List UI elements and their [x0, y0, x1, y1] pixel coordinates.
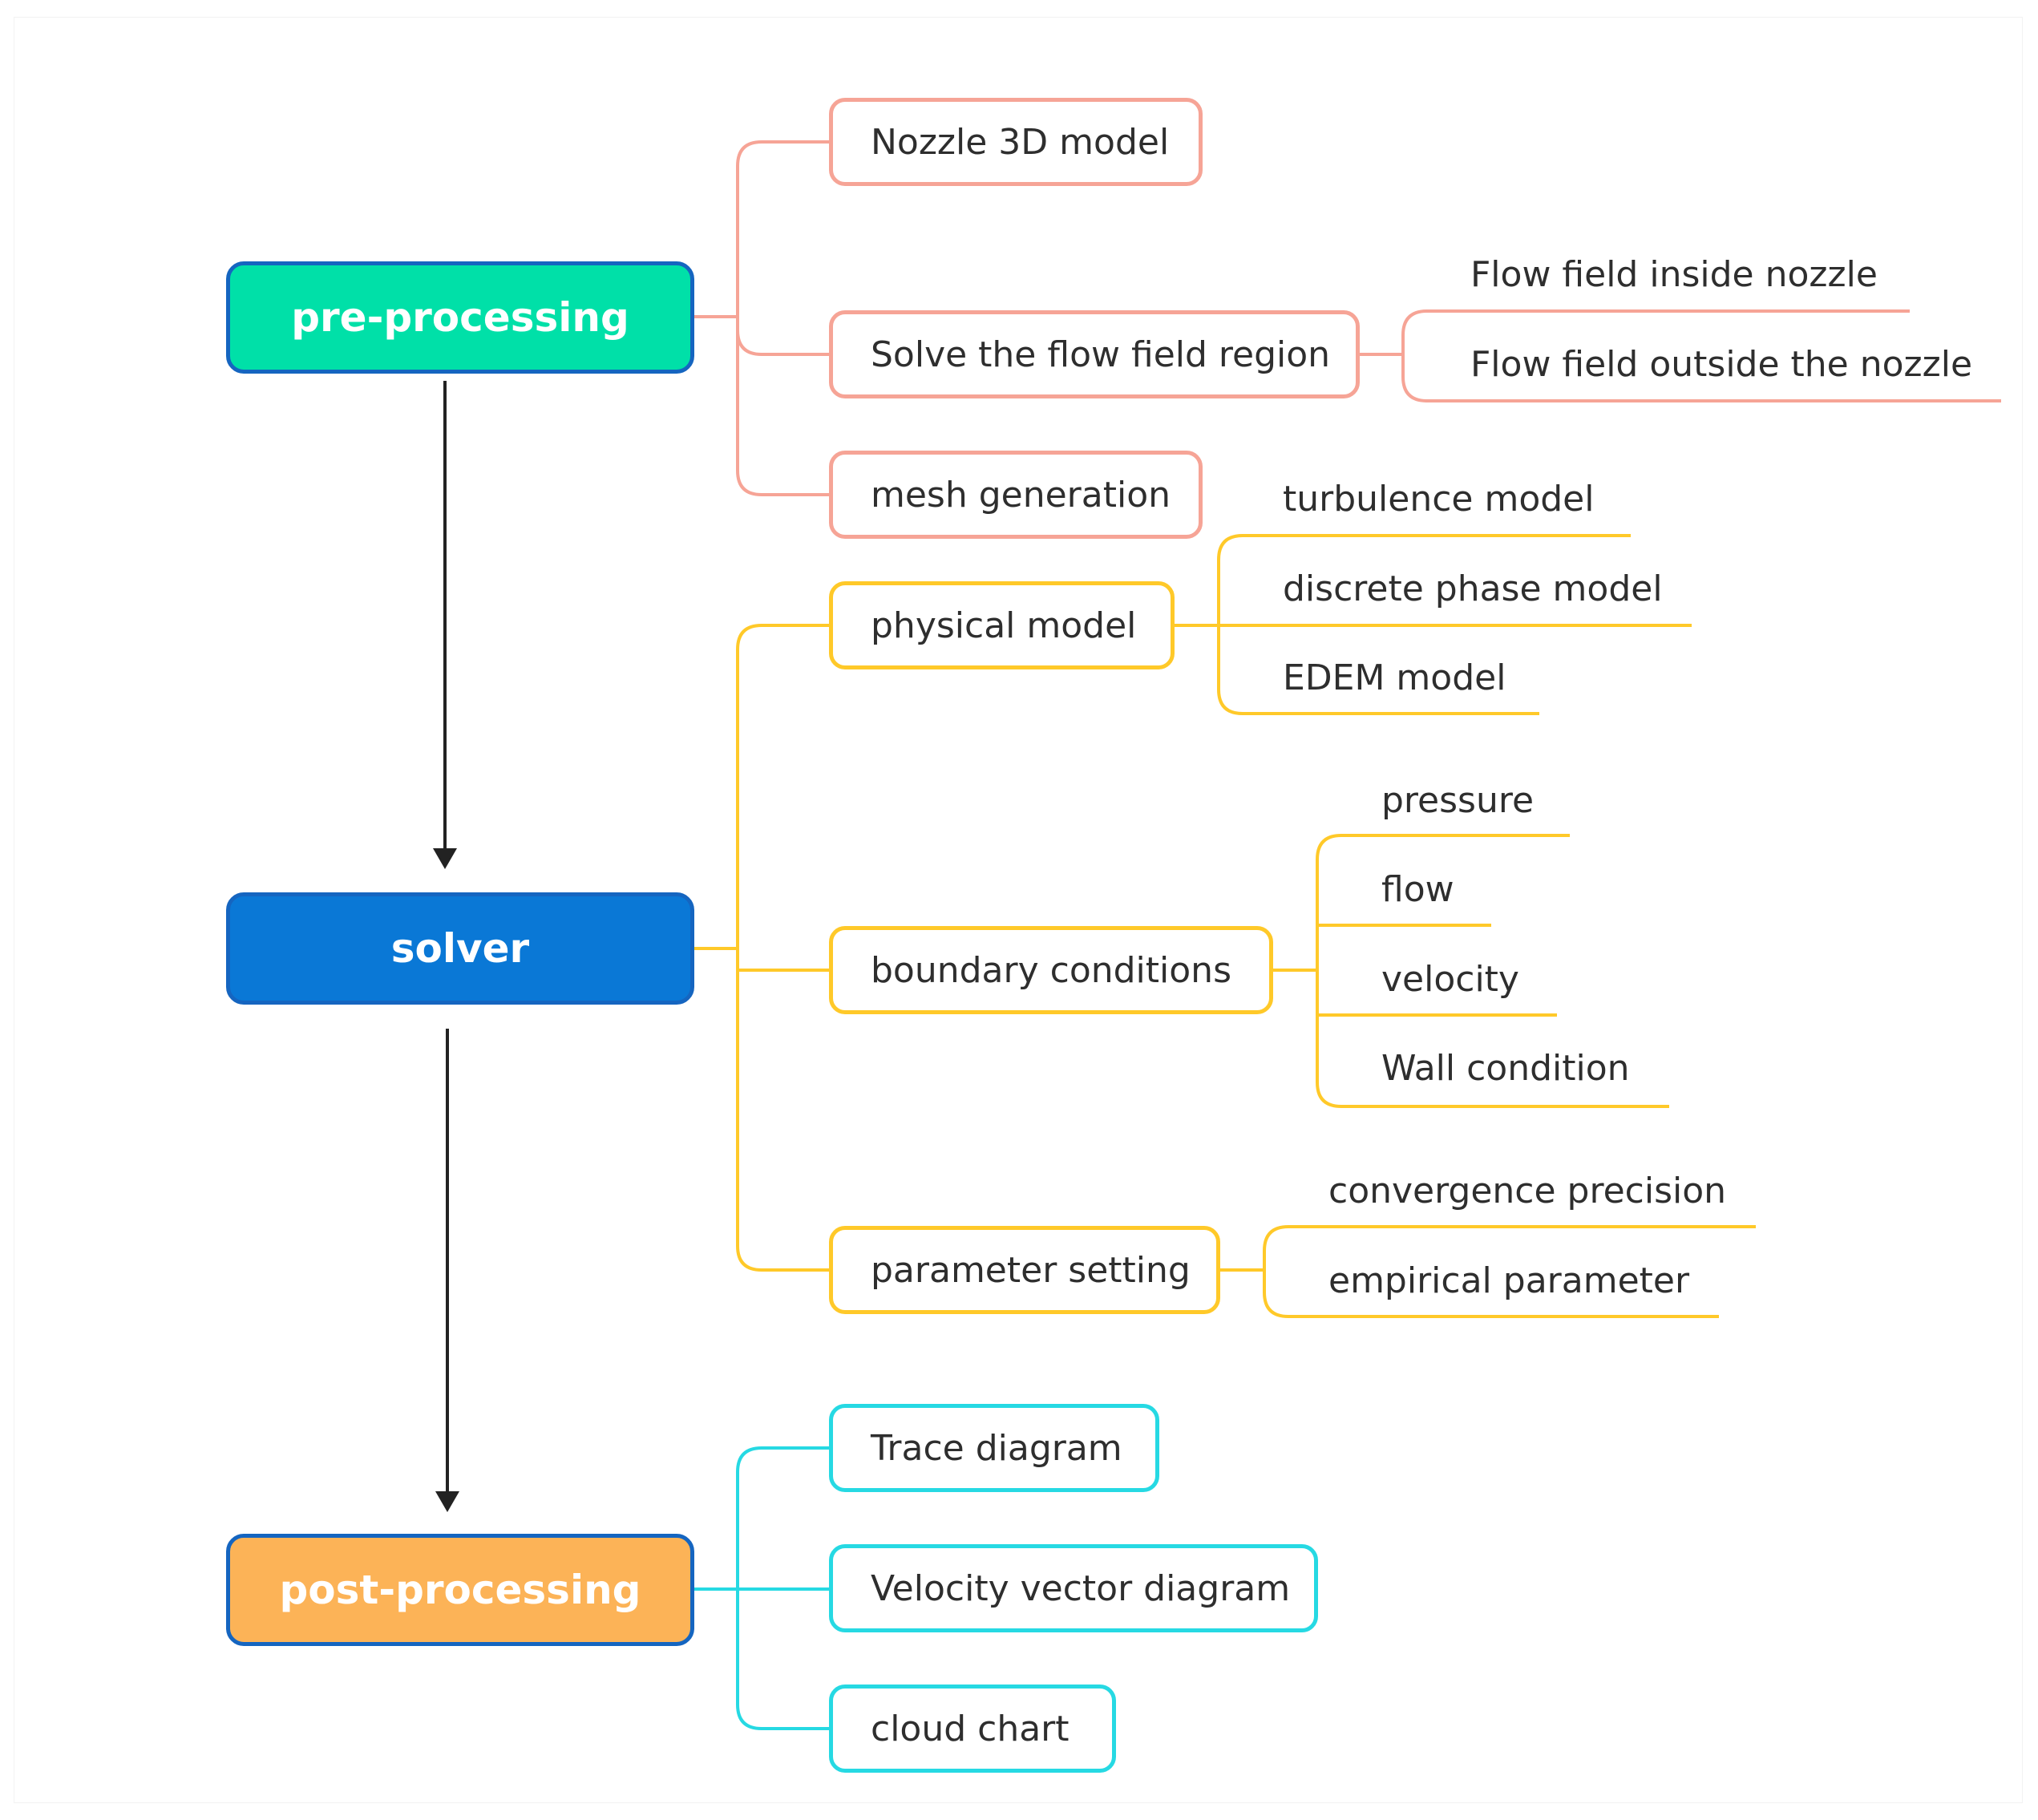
node-nozzle-3d-model[interactable]: Nozzle 3D model: [829, 98, 1203, 186]
node-mesh-generation-label: mesh generation: [871, 474, 1171, 516]
node-cloud-chart-label: cloud chart: [871, 1708, 1070, 1749]
arrowhead-pre-to-solver: [433, 848, 457, 869]
leaf-flow-field-outside-nozzle[interactable]: Flow field outside the nozzle: [1470, 338, 1972, 390]
solver-connectors: [694, 534, 1756, 1318]
node-trace-diagram[interactable]: Trace diagram: [829, 1404, 1159, 1492]
node-cloud-chart[interactable]: cloud chart: [829, 1685, 1116, 1773]
node-parameter-setting-label: parameter setting: [871, 1249, 1191, 1291]
leaf-flow-field-inside-nozzle[interactable]: Flow field inside nozzle: [1470, 249, 1878, 300]
leaf-flow-field-inside-nozzle-label: Flow field inside nozzle: [1470, 253, 1878, 295]
node-physical-model-label: physical model: [871, 605, 1137, 646]
node-trace-diagram-label: Trace diagram: [871, 1427, 1122, 1469]
leaf-edem-model-label: EDEM model: [1283, 657, 1506, 698]
leaf-convergence-precision[interactable]: convergence precision: [1328, 1165, 1726, 1216]
stage-pre-processing-label: pre-processing: [291, 294, 629, 341]
stage-post-processing-label: post-processing: [279, 1567, 641, 1613]
node-mesh-generation[interactable]: mesh generation: [829, 451, 1203, 539]
stage-post-processing[interactable]: post-processing: [226, 1534, 694, 1646]
node-solve-flow-field-region[interactable]: Solve the flow field region: [829, 310, 1360, 398]
node-nozzle-3d-model-label: Nozzle 3D model: [871, 121, 1170, 163]
node-boundary-conditions-label: boundary conditions: [871, 949, 1231, 991]
leaf-velocity-label: velocity: [1381, 958, 1519, 1000]
node-velocity-vector-diagram[interactable]: Velocity vector diagram: [829, 1544, 1318, 1632]
pre-processing-connectors: [694, 140, 2001, 496]
leaf-flow[interactable]: flow: [1381, 863, 1454, 915]
leaf-flow-field-outside-nozzle-label: Flow field outside the nozzle: [1470, 343, 1973, 385]
leaf-wall-condition[interactable]: Wall condition: [1381, 1042, 1630, 1094]
leaf-pressure[interactable]: pressure: [1381, 775, 1534, 826]
arrowhead-solver-to-post: [435, 1491, 459, 1512]
leaf-discrete-phase-model-label: discrete phase model: [1283, 568, 1663, 609]
leaf-turbulence-model-label: turbulence model: [1283, 478, 1595, 520]
post-processing-connectors: [694, 1446, 829, 1730]
node-parameter-setting[interactable]: parameter setting: [829, 1226, 1220, 1314]
leaf-convergence-precision-label: convergence precision: [1328, 1170, 1727, 1211]
leaf-edem-model[interactable]: EDEM model: [1283, 652, 1506, 703]
stage-solver[interactable]: solver: [226, 892, 694, 1005]
leaf-empirical-parameter-label: empirical parameter: [1328, 1260, 1690, 1301]
leaf-velocity[interactable]: velocity: [1381, 953, 1519, 1005]
leaf-discrete-phase-model[interactable]: discrete phase model: [1283, 563, 1663, 614]
leaf-turbulence-model[interactable]: turbulence model: [1283, 473, 1594, 524]
leaf-empirical-parameter[interactable]: empirical parameter: [1328, 1255, 1689, 1306]
node-boundary-conditions[interactable]: boundary conditions: [829, 926, 1273, 1014]
stage-pre-processing[interactable]: pre-processing: [226, 261, 694, 374]
node-velocity-vector-diagram-label: Velocity vector diagram: [871, 1567, 1291, 1609]
node-physical-model[interactable]: physical model: [829, 581, 1175, 669]
leaf-pressure-label: pressure: [1381, 779, 1535, 821]
leaf-wall-condition-label: Wall condition: [1381, 1047, 1630, 1089]
stage-solver-label: solver: [390, 925, 530, 972]
node-solve-flow-field-region-label: Solve the flow field region: [871, 334, 1331, 375]
leaf-flow-label: flow: [1381, 868, 1454, 910]
